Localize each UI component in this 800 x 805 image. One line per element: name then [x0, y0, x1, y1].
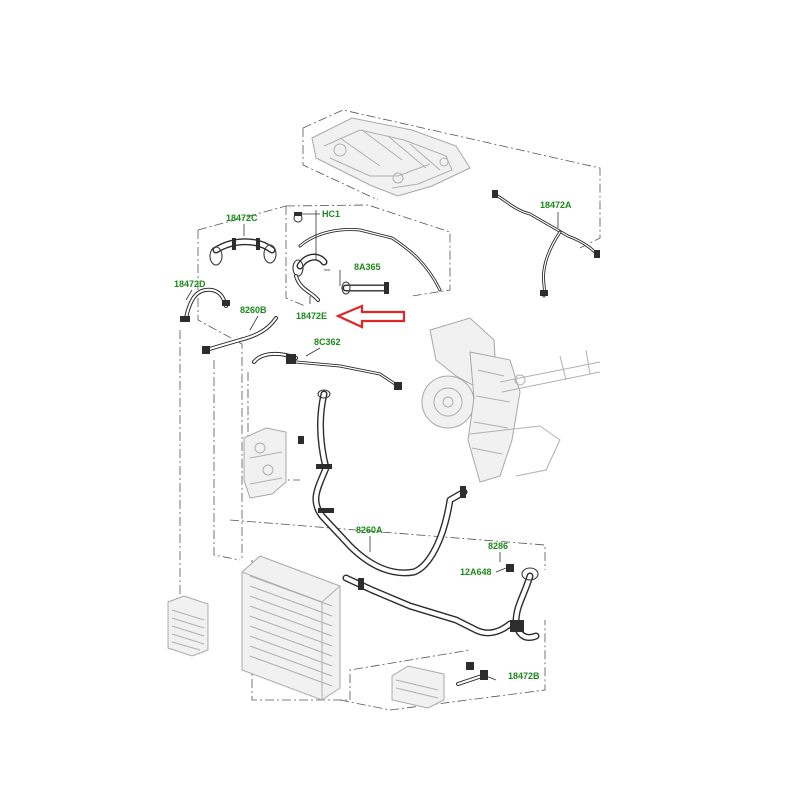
label-8260A: 8260A: [356, 525, 383, 535]
label-18472A: 18472A: [540, 200, 572, 210]
hollow-arrow-left-icon: [335, 304, 406, 329]
hose-18472D: [180, 287, 230, 322]
label-18472D: 18472D: [174, 279, 206, 289]
hose-8A365: [341, 281, 389, 295]
hose-8C362: [252, 351, 402, 390]
hose-8260B: [202, 316, 278, 354]
label-8A365: 8A365: [354, 262, 381, 272]
leader-lines: [185, 210, 559, 681]
label-12A648: 12A648: [460, 567, 492, 577]
oil-cooler: [391, 665, 445, 709]
radiator: [241, 555, 341, 701]
aux-radiator-left: [167, 595, 209, 657]
pipe-HC1: [293, 212, 442, 292]
water-pump-housing: [421, 317, 601, 483]
thermostat-18472E: [292, 253, 328, 302]
label-18472C: 18472C: [226, 213, 258, 223]
pipe-18472A: [492, 190, 600, 298]
hose-18472B: [456, 662, 488, 686]
timing-cover: [243, 427, 287, 499]
label-8286: 8286: [488, 541, 509, 551]
label-8C362: 8C362: [314, 337, 341, 347]
hose-8286: [506, 564, 540, 641]
engine-intake-manifold: [311, 117, 471, 197]
label-18472B: 18472B: [508, 671, 540, 681]
hose-8260A: [298, 389, 468, 577]
label-8260B: 8260B: [240, 305, 267, 315]
label-18472E: 18472E: [296, 311, 328, 321]
hose-lower-radiator: [342, 574, 514, 637]
hose-18472C: [209, 238, 277, 266]
label-HC1: HC1: [322, 209, 341, 219]
